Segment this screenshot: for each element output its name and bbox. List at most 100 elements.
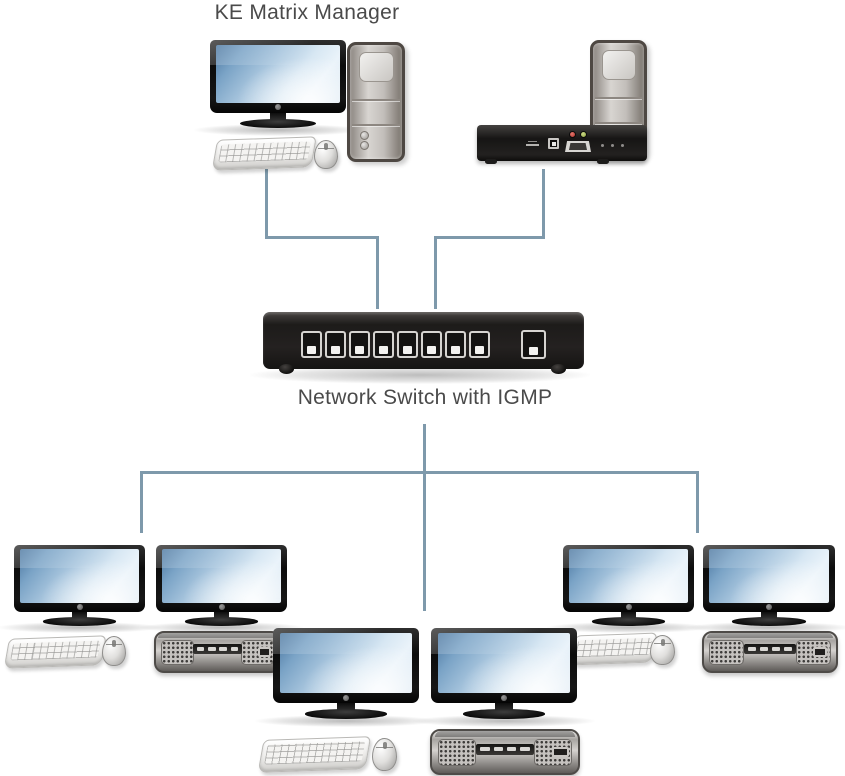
console-mouse-icon bbox=[102, 636, 126, 666]
receiver-button bbox=[196, 647, 205, 652]
monitor-screen bbox=[161, 549, 282, 603]
receiver-button bbox=[771, 647, 781, 652]
rj45-aux-port-icon bbox=[521, 330, 546, 359]
monitor-neck bbox=[337, 701, 355, 711]
tower-divider bbox=[595, 96, 642, 99]
console-keyboard-icon bbox=[3, 635, 107, 669]
monitor-logo bbox=[76, 603, 83, 610]
receiver-button bbox=[520, 747, 530, 752]
tower-drive-bay bbox=[358, 51, 395, 83]
monitor-screen bbox=[708, 549, 830, 603]
console-mouse-icon bbox=[650, 635, 675, 665]
rj45-port-icon bbox=[373, 331, 394, 358]
connector-line-transmitter-drop bbox=[542, 169, 545, 239]
led-indicator bbox=[601, 144, 604, 147]
monitor-logo bbox=[766, 603, 772, 610]
connector-line-switch-trunk bbox=[423, 424, 426, 611]
monitor-bezel bbox=[273, 628, 419, 704]
rj45-port-icon bbox=[397, 331, 418, 358]
monitor-bezel bbox=[703, 545, 835, 612]
tower-button bbox=[360, 140, 370, 150]
keyboard-keys bbox=[264, 741, 366, 765]
diagram-title: KE Matrix Manager bbox=[214, 1, 400, 24]
monitor-base bbox=[239, 118, 317, 128]
monitor-base bbox=[184, 617, 259, 626]
ground-terminal-icon bbox=[526, 137, 539, 146]
receiver-grille bbox=[437, 738, 477, 766]
console-monitor-icon bbox=[0, 545, 161, 634]
connector-line-manager-drop bbox=[265, 169, 268, 239]
monitor-screen bbox=[19, 549, 140, 603]
connector-line-transmitter-horizontal bbox=[434, 236, 545, 239]
receiver-front-panel bbox=[743, 644, 797, 655]
console-monitor-icon bbox=[255, 628, 437, 728]
kvm-transmitter-icon bbox=[477, 125, 647, 164]
monitor-shadow bbox=[193, 124, 363, 137]
receiver-port-icon bbox=[552, 746, 569, 758]
manager-tower-pc-icon bbox=[347, 42, 405, 162]
device-foot bbox=[597, 159, 609, 164]
monitor-screen bbox=[216, 44, 340, 103]
rj45-port-icon bbox=[469, 331, 490, 358]
switch-label: Network Switch with IGMP bbox=[297, 386, 553, 409]
monitor-base bbox=[591, 617, 666, 626]
monitor-base bbox=[42, 617, 117, 626]
receiver-front-panel bbox=[475, 743, 535, 755]
connector-line-distribution-bus bbox=[140, 471, 699, 474]
receiver-button bbox=[207, 647, 216, 652]
audio-jack-green-icon bbox=[580, 131, 587, 138]
receiver-button bbox=[507, 747, 517, 752]
kvm-receiver-icon bbox=[154, 631, 281, 673]
manager-mouse-icon bbox=[314, 140, 338, 169]
tower-divider bbox=[352, 123, 400, 126]
monitor-shadow bbox=[140, 622, 303, 634]
console-keyboard-icon bbox=[569, 632, 658, 666]
console-mouse-icon bbox=[372, 738, 397, 771]
tower-divider bbox=[352, 98, 400, 101]
monitor-logo bbox=[343, 694, 349, 701]
usb-port-icon bbox=[548, 138, 559, 149]
monitor-neck bbox=[269, 111, 287, 121]
network-switch-icon bbox=[263, 312, 584, 374]
receiver-port-icon bbox=[257, 647, 272, 657]
monitor-bezel bbox=[563, 545, 694, 612]
console-monitor-icon bbox=[687, 545, 845, 634]
monitor-shadow bbox=[413, 714, 595, 728]
manager-monitor-icon bbox=[193, 40, 363, 137]
monitor-neck bbox=[71, 610, 88, 619]
monitor-bezel bbox=[156, 545, 287, 612]
keyboard-keys bbox=[575, 637, 653, 658]
monitor-logo bbox=[275, 104, 281, 111]
monitor-screen bbox=[568, 549, 689, 603]
monitor-screen bbox=[437, 632, 571, 693]
keyboard-keys bbox=[9, 640, 101, 661]
receiver-grille bbox=[160, 639, 194, 665]
receiver-button bbox=[219, 647, 228, 652]
monitor-shadow bbox=[547, 622, 710, 634]
monitor-logo bbox=[501, 694, 507, 701]
connector-line-left-branch bbox=[140, 471, 143, 533]
rj45-port-icon bbox=[301, 331, 322, 358]
receiver-button bbox=[759, 647, 769, 652]
console-monitor-icon bbox=[413, 628, 595, 728]
monitor-bezel bbox=[431, 628, 577, 704]
receiver-button bbox=[480, 747, 490, 752]
monitor-base bbox=[732, 617, 806, 626]
kvm-receiver-icon bbox=[702, 631, 838, 673]
monitor-base bbox=[463, 709, 545, 719]
audio-jack-red-icon bbox=[569, 131, 576, 138]
console-keyboard-icon bbox=[257, 736, 372, 773]
monitor-shadow bbox=[687, 622, 845, 634]
monitor-neck bbox=[213, 610, 230, 619]
led-indicator bbox=[611, 144, 614, 147]
rj45-port-icon bbox=[349, 331, 370, 358]
device-foot bbox=[485, 159, 497, 164]
led-indicator bbox=[621, 144, 624, 147]
tower-drive-bay bbox=[601, 49, 637, 81]
source-tower-pc-icon bbox=[590, 40, 647, 160]
monitor-neck bbox=[620, 610, 637, 619]
rj45-port-icon bbox=[445, 331, 466, 358]
tower-button bbox=[360, 130, 370, 140]
connector-line-right-branch bbox=[696, 471, 699, 533]
